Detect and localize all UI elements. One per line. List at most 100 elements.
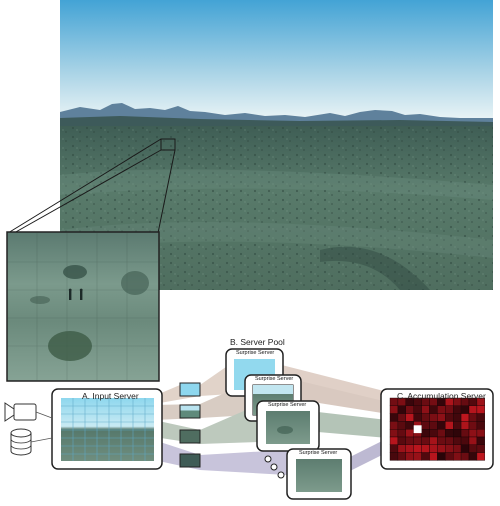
accumulation-server-box [380,388,494,470]
heatmap-cell [437,436,446,446]
heatmap-cell [437,429,446,438]
heatmap-cell [421,405,430,414]
heatmap-cell [421,452,430,461]
heatmap-cell [421,436,430,446]
heatmap-cell [468,413,478,422]
heatmap-cell [389,429,399,438]
heatmap-cell [453,452,462,461]
heatmap-cell [445,421,454,430]
photo-zoom-marker [160,138,176,151]
heatmap-cell [437,452,446,461]
heatmap-cell [397,405,406,414]
heatmap-cell [405,421,414,430]
heatmap-cell [397,452,406,461]
input-server-label: A. Input Server [82,391,139,401]
input-connectors [30,411,53,443]
heatmap-cell [421,444,430,453]
heatmap-cell [397,444,406,453]
surprise-server-4 [286,448,352,500]
heatmap-cell [405,452,414,461]
heatmap-cell [413,405,422,414]
input-server-box [51,388,163,470]
heatmap-cell [429,444,438,453]
heatmap-cell [476,429,485,438]
heatmap-cell [468,444,478,453]
heatmap-cell [405,405,414,414]
heatmap-cell [445,413,454,422]
heatmap-cell [413,436,422,446]
zoom-connector-lines [7,138,176,234]
heatmap-cell [389,421,399,430]
distant-figures [68,288,83,300]
heatmap-cell [429,405,438,414]
zoomed-inset [6,231,160,382]
surprise-heatmap [389,397,485,461]
heatmap-cell [445,429,454,438]
heatmap-cell [468,405,478,414]
heatmap-cell [389,444,399,453]
heatmap-cell [437,421,446,430]
image-tiles [179,382,201,468]
heatmap-cell [476,421,485,430]
heatmap-cell [460,444,470,453]
heatmap-cell [476,405,485,414]
heatmap-cell [405,436,414,446]
heatmap-cell [460,429,470,438]
heatmap-cell [453,413,462,422]
heatmap-cell [476,444,485,453]
heatmap-cell [453,444,462,453]
heatmap-cell [476,436,485,446]
surprise-server-4-label: Surprise Server [299,450,338,456]
heatmap-cell [445,452,454,461]
heatmap-cell [389,405,399,414]
heatmap-cell [413,413,422,422]
heatmap-cell [468,452,478,461]
heatmap-cell [476,413,485,422]
heatmap-cell [397,436,406,446]
heatmap-cell [405,429,414,438]
ellipsis-dots-icon [264,455,285,479]
heatmap-cell [429,413,438,422]
tile-2 [179,404,201,419]
heatmap-cell [445,405,454,414]
heatmap-cell [445,436,454,446]
heatmap-cell [437,413,446,422]
heatmap-cell [468,429,478,438]
heatmap-cell [460,452,470,461]
server-pool-label: B. Server Pool [230,337,285,347]
heatmap-cell [421,429,430,438]
surprise-server-1-label: Surprise Server [236,350,275,356]
heatmap-cell [429,436,438,446]
surprise-server-3-label: Surprise Server [268,402,307,408]
heatmap-cell [460,413,470,422]
heatmap-cell [397,421,406,430]
heatmap-cell [397,429,406,438]
heatmap-cell [460,436,470,446]
heatmap-cell [445,444,454,453]
heatmap-cell [405,413,414,422]
heatmap-cell [429,421,438,430]
heatmap-cell [405,444,414,453]
heatmap-cell [460,421,470,430]
heatmap-cell [429,452,438,461]
heatmap-cell [389,436,399,446]
heatmap-cell [389,413,399,422]
heatmap-cell [468,421,478,430]
surprise-server-2-label: Surprise Server [255,376,294,382]
heatmap-highlight-cell [413,425,422,434]
heatmap-cell [460,405,470,414]
heatmap-cell [453,421,462,430]
surprise-server-3 [256,400,320,452]
heatmap-cell [453,429,462,438]
heatmap-cell [453,405,462,414]
database-icon [10,428,32,456]
landscape-photo [60,0,493,290]
video-camera-icon [4,402,37,422]
heatmap-cell [437,444,446,453]
heatmap-cell [413,452,422,461]
accumulation-server-label: C. Accumulation Server [397,391,486,401]
heatmap-cell [429,429,438,438]
heatmap-cell [389,452,399,461]
heatmap-cell [453,436,462,446]
